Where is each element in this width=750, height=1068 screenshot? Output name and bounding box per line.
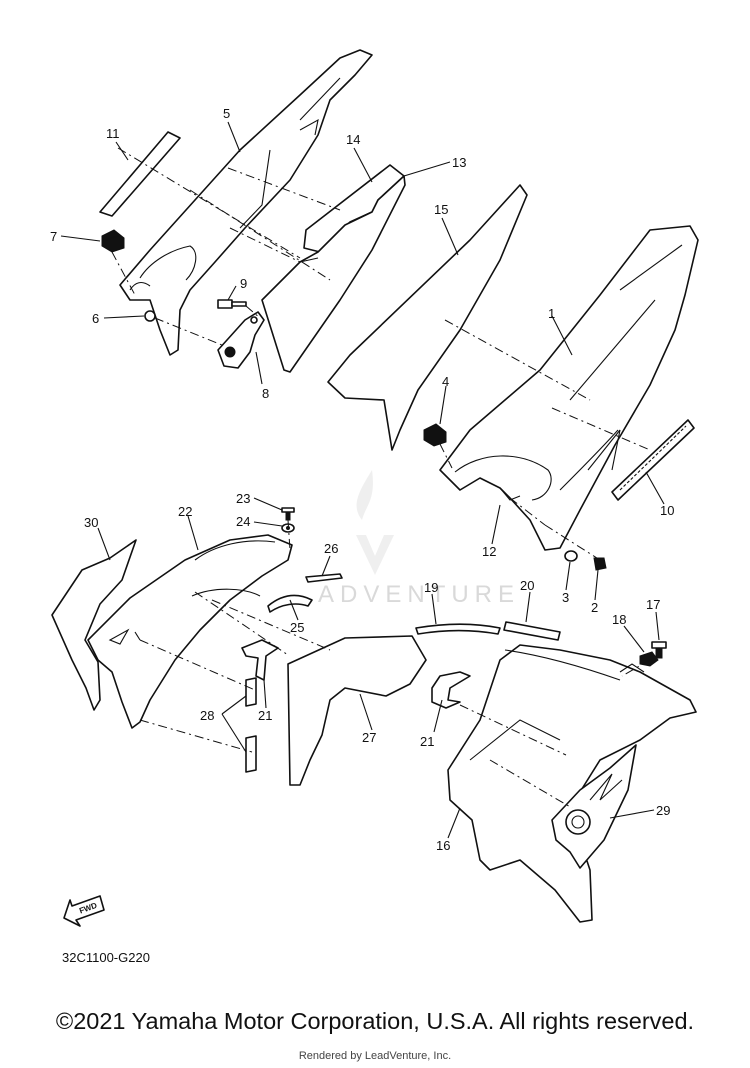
callout-30: 30 bbox=[84, 515, 98, 530]
callout-9: 9 bbox=[240, 276, 247, 291]
callout-22: 22 bbox=[178, 504, 192, 519]
part-10-decal bbox=[611, 419, 695, 501]
part-27-panel bbox=[287, 635, 427, 786]
callout-21-left: 21 bbox=[258, 708, 272, 723]
part-4-nut bbox=[423, 423, 447, 447]
callout-10: 10 bbox=[660, 503, 674, 518]
callout-13: 13 bbox=[452, 155, 466, 170]
part-21-clip-right bbox=[431, 671, 471, 709]
callout-11: 11 bbox=[106, 126, 120, 141]
fwd-arrow-icon: FWD bbox=[63, 895, 105, 927]
part-30-decal bbox=[51, 539, 137, 711]
part-9-bolt bbox=[217, 299, 247, 309]
leader-lines bbox=[60, 121, 665, 839]
part-21-clip-left bbox=[241, 639, 279, 681]
callout-26: 26 bbox=[324, 541, 338, 556]
callout-3: 3 bbox=[562, 590, 569, 605]
part-16-fairing bbox=[447, 644, 697, 923]
part-18-nut bbox=[639, 651, 659, 667]
part-20-strip bbox=[503, 621, 561, 641]
part-19-strip bbox=[415, 623, 501, 635]
part-23-screw bbox=[281, 507, 295, 521]
part-3-washer bbox=[564, 550, 578, 562]
callout-numbers: 1 2 3 4 5 6 7 8 9 10 11 12 13 14 15 16 1… bbox=[50, 106, 674, 853]
part-17-bolt bbox=[651, 641, 667, 659]
rendered-by-text: Rendered by LeadVenture, Inc. bbox=[298, 1050, 452, 1062]
part-15-sheet bbox=[327, 184, 528, 451]
callout-17: 17 bbox=[646, 597, 660, 612]
callout-20: 20 bbox=[520, 578, 534, 593]
part-11-strip bbox=[99, 131, 181, 217]
part-7-nut bbox=[101, 229, 125, 253]
diagram-code: 32C1100-G220 bbox=[62, 950, 150, 965]
callout-29: 29 bbox=[656, 803, 670, 818]
callout-16: 16 bbox=[436, 838, 450, 853]
callout-12: 12 bbox=[482, 544, 496, 559]
part-28-pads bbox=[245, 677, 257, 773]
callout-24: 24 bbox=[236, 514, 250, 529]
callout-6: 6 bbox=[92, 311, 99, 326]
part-5-side-cover bbox=[119, 49, 373, 356]
copyright-notice: ©2021 Yamaha Motor Corporation, U.S.A. A… bbox=[55, 1008, 695, 1034]
watermark-text: ADVENTURE bbox=[318, 581, 520, 608]
assembly-lines bbox=[111, 147, 651, 809]
part-6-grommet bbox=[144, 310, 156, 322]
callout-7: 7 bbox=[50, 229, 57, 244]
callout-4: 4 bbox=[442, 374, 449, 389]
callout-23: 23 bbox=[236, 491, 250, 506]
callout-8: 8 bbox=[262, 386, 269, 401]
callout-18: 18 bbox=[612, 612, 626, 627]
callout-15: 15 bbox=[434, 202, 448, 217]
part-26-strip bbox=[305, 573, 343, 583]
callout-19: 19 bbox=[424, 580, 438, 595]
part-25-piece bbox=[267, 594, 313, 613]
callout-5: 5 bbox=[223, 106, 230, 121]
callout-1: 1 bbox=[548, 306, 555, 321]
part-22-fairing bbox=[87, 534, 293, 729]
callout-2: 2 bbox=[591, 600, 598, 615]
part-2-screw bbox=[593, 557, 607, 571]
callout-25: 25 bbox=[290, 620, 304, 635]
callout-14: 14 bbox=[346, 132, 360, 147]
part-24-washer bbox=[281, 523, 295, 533]
watermark-logo bbox=[356, 470, 394, 575]
part-8-bracket bbox=[217, 311, 265, 369]
callout-28: 28 bbox=[200, 708, 214, 723]
part-29-decal bbox=[551, 744, 637, 869]
callout-27: 27 bbox=[362, 730, 376, 745]
callout-21-right: 21 bbox=[420, 734, 434, 749]
